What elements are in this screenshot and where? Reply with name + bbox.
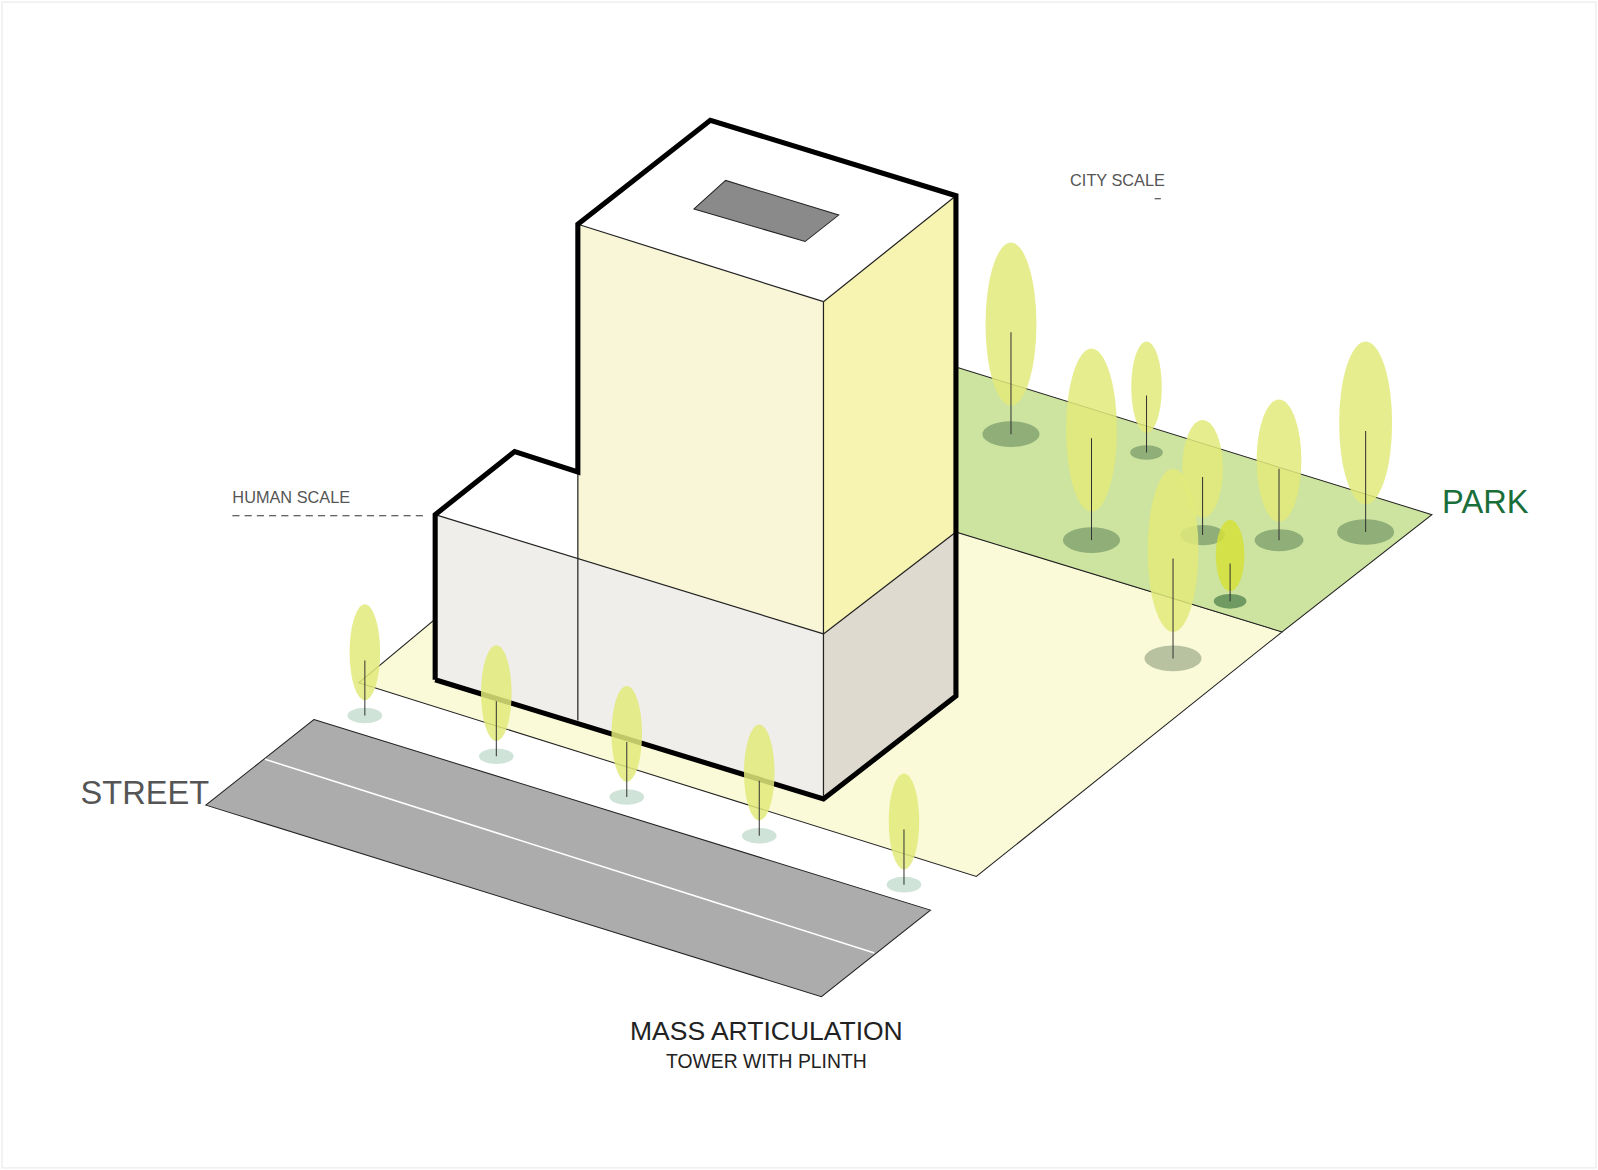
human-scale-leader	[232, 515, 428, 516]
tree	[1130, 341, 1163, 459]
tower-roof	[578, 120, 956, 301]
tree-trunk	[1365, 431, 1366, 532]
tree	[609, 686, 644, 805]
tree-trunk	[626, 742, 627, 797]
scale-label: HUMAN SCALE	[232, 489, 350, 507]
tree-trunk	[1146, 395, 1147, 452]
tree-trunk	[1091, 438, 1092, 540]
tree	[1144, 469, 1201, 671]
tree	[1063, 349, 1120, 553]
tree	[479, 645, 514, 764]
tree	[348, 604, 383, 723]
scale-label: CITY SCALE	[1070, 172, 1165, 190]
park-label: PARK	[1442, 484, 1528, 520]
roof-element	[694, 180, 839, 241]
tree	[982, 243, 1039, 447]
tree	[1255, 400, 1304, 552]
building-outline	[435, 120, 956, 799]
tree	[742, 725, 777, 844]
building-edges	[435, 196, 956, 799]
tree-trunk	[1202, 477, 1203, 535]
diagram-caption: TOWER WITH PLINTH	[666, 1051, 867, 1072]
tree	[887, 774, 922, 893]
tree-trunk	[903, 830, 904, 885]
tree-trunk	[759, 781, 760, 836]
city-scale-tick	[1155, 198, 1161, 199]
tree-trunk	[1173, 559, 1174, 659]
street-label: STREET	[81, 775, 210, 811]
tree-trunk	[1279, 469, 1280, 540]
tree	[1337, 341, 1394, 544]
tree-trunk	[1230, 564, 1231, 602]
tree-trunk	[364, 660, 365, 715]
tree-trunk	[496, 701, 497, 756]
tree-trunk	[1010, 332, 1011, 434]
tree	[1214, 520, 1247, 609]
diagram-title: MASS ARTICULATION	[630, 1017, 903, 1046]
